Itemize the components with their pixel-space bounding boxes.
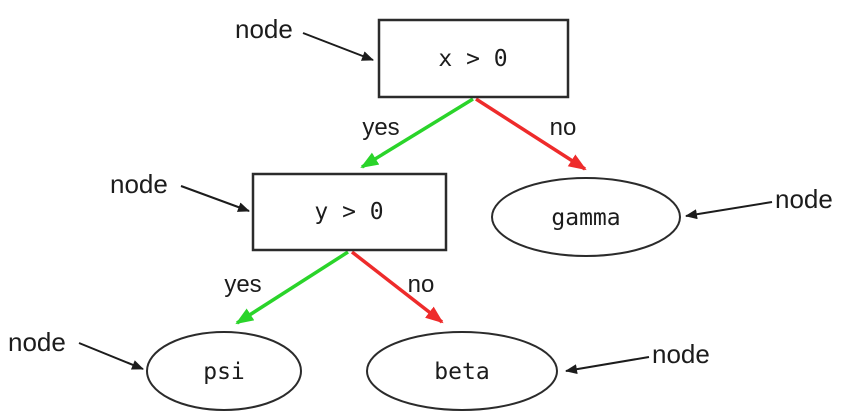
annotation-beta-label: node xyxy=(652,339,710,369)
annotation-inner-arrow xyxy=(180,185,250,212)
node-gamma: gamma xyxy=(491,177,681,257)
annotation-beta: node xyxy=(565,339,710,375)
edge-inner-no xyxy=(350,250,444,324)
edge-inner-yes xyxy=(235,250,349,325)
node-psi-label: psi xyxy=(203,359,245,385)
node-psi: psi xyxy=(146,331,302,411)
node-gamma-label: gamma xyxy=(551,205,620,231)
edge-label-no-2: no xyxy=(408,271,435,298)
node-inner-shape xyxy=(251,172,448,252)
node-psi-shape xyxy=(146,331,302,411)
annotation-gamma-arrow xyxy=(685,201,773,220)
node-inner-label: y > 0 xyxy=(314,199,383,225)
annotation-root: node xyxy=(235,14,374,61)
annotation-inner: node xyxy=(110,169,250,212)
node-beta-label: beta xyxy=(434,359,489,385)
node-gamma-shape xyxy=(491,177,681,257)
edge-root-yes xyxy=(360,97,474,169)
annotation-gamma: node xyxy=(685,184,833,220)
node-root-label: x > 0 xyxy=(438,46,507,72)
node-inner: y > 0 xyxy=(251,172,448,252)
annotation-psi-arrow xyxy=(78,342,144,370)
node-root: x > 0 xyxy=(377,18,570,99)
annotation-gamma-label: node xyxy=(775,184,833,214)
node-beta-shape xyxy=(366,331,558,411)
node-root-shape xyxy=(377,18,570,99)
annotation-root-arrow xyxy=(302,32,374,61)
edge-label-yes-1: yes xyxy=(362,114,399,141)
annotation-psi: node xyxy=(8,327,144,370)
annotation-inner-label: node xyxy=(110,169,168,199)
edge-label-no-1: no xyxy=(550,114,577,141)
annotation-root-label: node xyxy=(235,14,293,44)
edge-root-no xyxy=(475,97,587,171)
edge-label-yes-2: yes xyxy=(224,271,261,298)
annotation-psi-label: node xyxy=(8,327,66,357)
annotation-beta-arrow xyxy=(565,356,650,375)
node-beta: beta xyxy=(366,331,558,411)
